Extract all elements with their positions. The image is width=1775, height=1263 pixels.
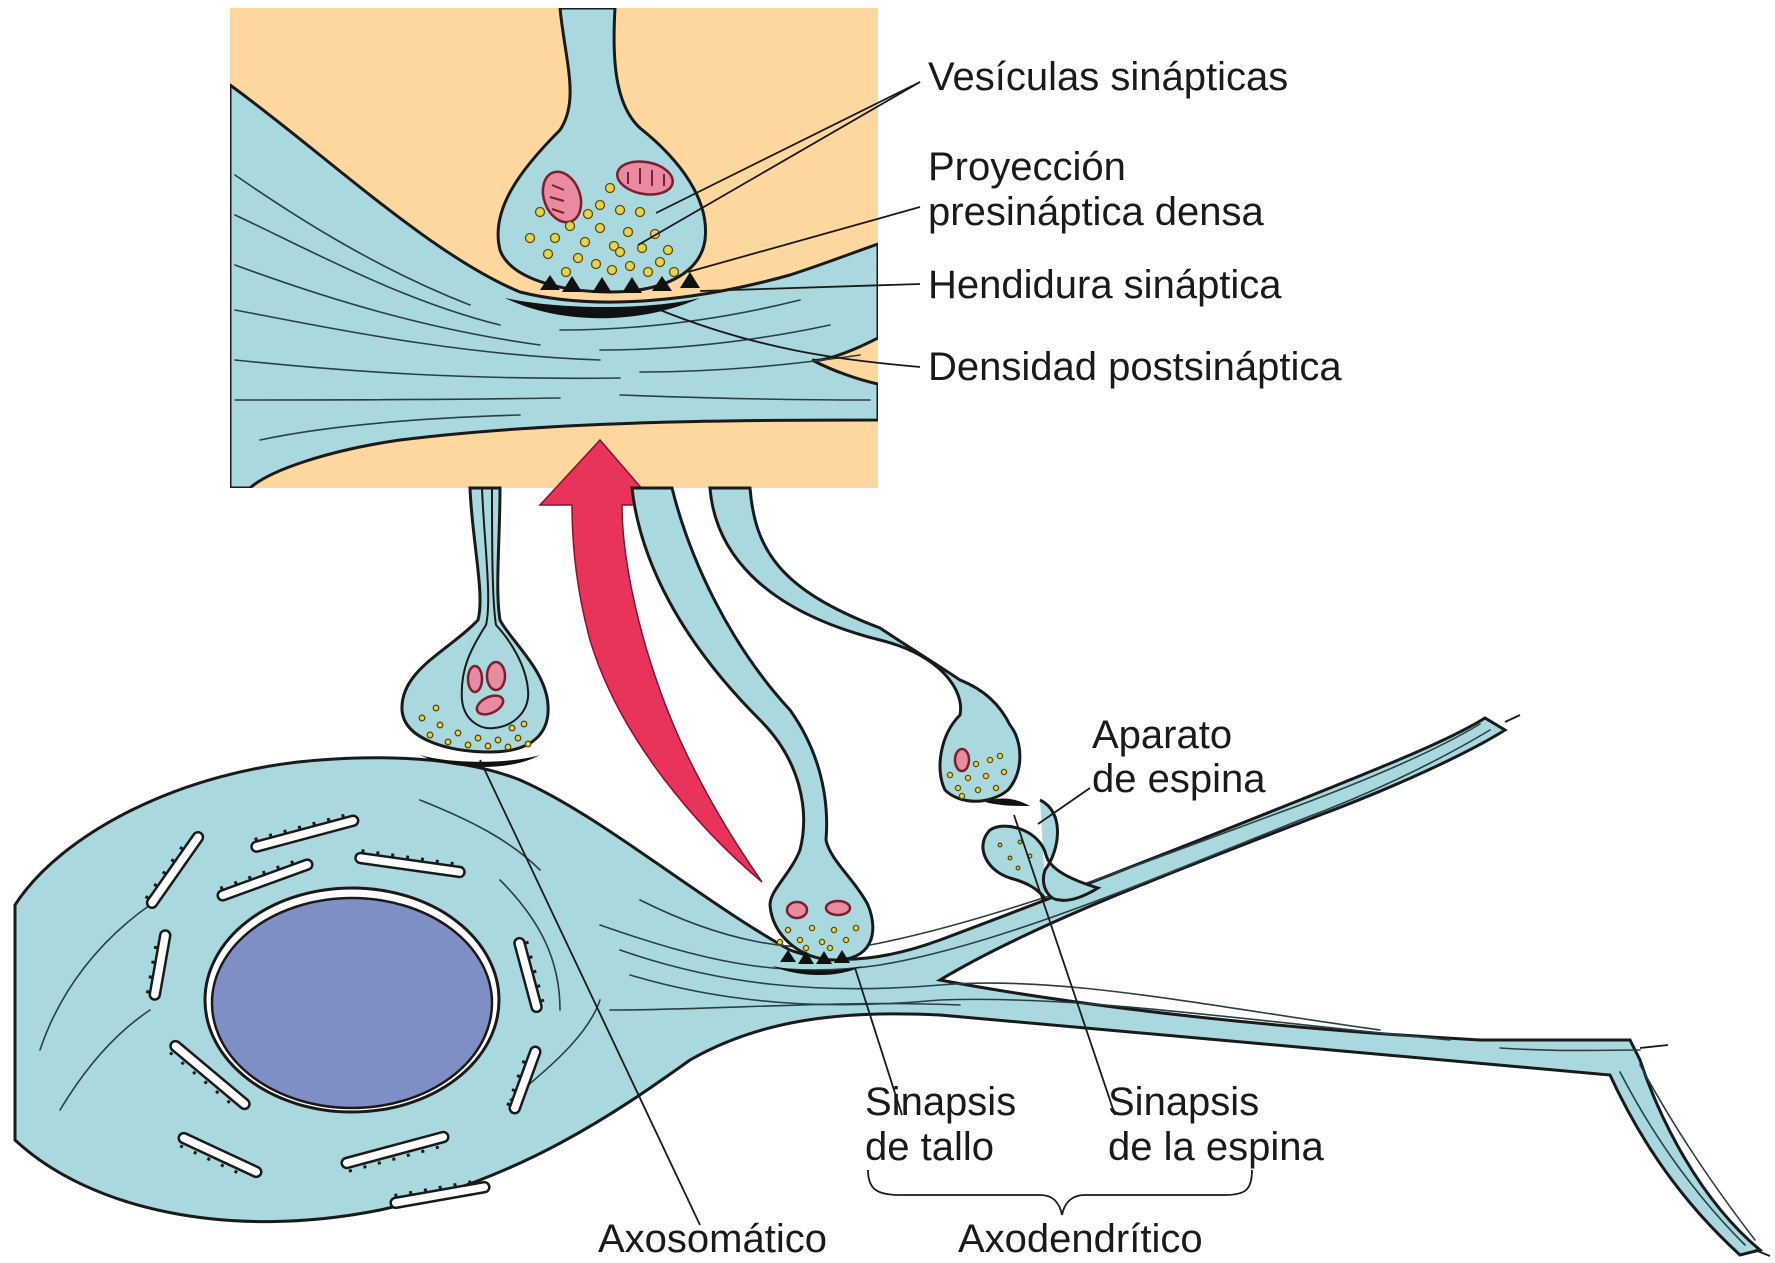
axosomatic-terminal: [402, 488, 548, 767]
label-postsynaptic-density: Densidad postsináptica: [928, 345, 1342, 389]
label-shaft-synapse-line2: de tallo: [865, 1125, 994, 1169]
label-spine-synapse-line1: Sinapsis: [1108, 1080, 1259, 1124]
dendrite-tip-middle: [1640, 1045, 1668, 1048]
label-shaft-synapse-line1: Sinapsis: [865, 1080, 1016, 1124]
inset-magnified-synapse: [230, 8, 878, 488]
nucleus: [205, 888, 499, 1112]
dendrite-tip-upper: [1505, 715, 1520, 722]
label-dense-projection-line1: Proyección: [928, 145, 1126, 189]
label-synaptic-cleft: Hendidura sináptica: [928, 263, 1282, 307]
label-dense-projection-line2: presináptica densa: [928, 190, 1265, 234]
label-spine-synapse-line2: de la espina: [1108, 1125, 1324, 1169]
label-synaptic-vesicles: Vesículas sinápticas: [928, 55, 1288, 99]
dendritic-spine: [983, 800, 1098, 900]
label-axodendritic: Axodendrítico: [958, 1217, 1203, 1258]
label-axosomatic: Axosomático: [598, 1217, 827, 1258]
label-spine-apparatus-line2: de espina: [1092, 757, 1266, 801]
label-spine-apparatus-line1: Aparato: [1092, 713, 1232, 757]
